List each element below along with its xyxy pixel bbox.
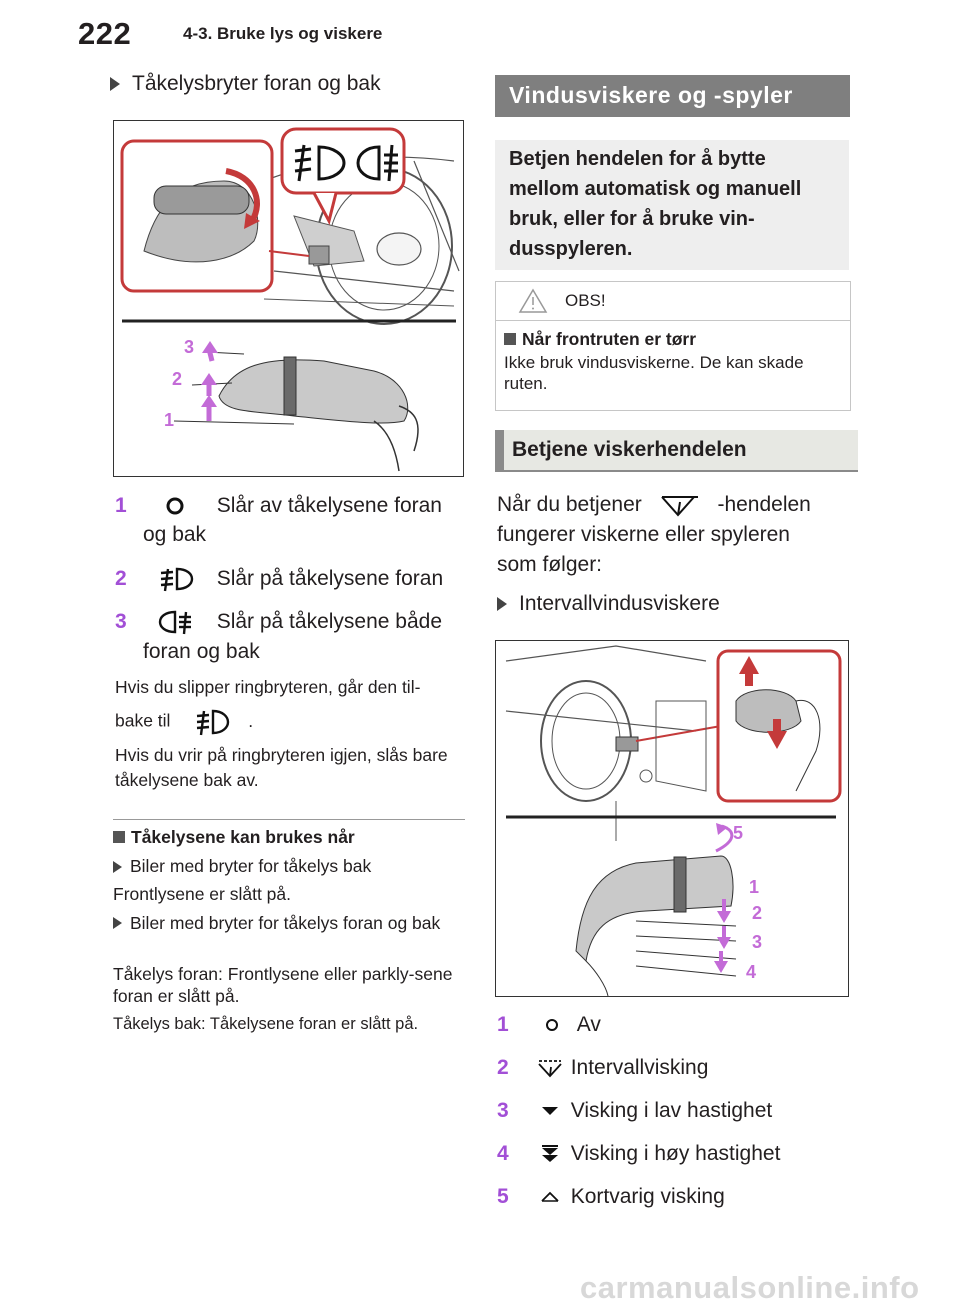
figure-label-1: 1: [164, 410, 174, 430]
chapter-title: 4-3. Bruke lys og viskere: [183, 24, 383, 43]
note-paragraph: Hvis du vrir på ringbryteren igjen, slås…: [115, 745, 448, 790]
list-item-continuation: og bak: [143, 523, 207, 546]
wiper-illustration: 5 1 2 3 4: [505, 645, 842, 997]
summary-text: Betjen hendelen for å bytte mellom autom…: [509, 148, 802, 260]
triangle-bullet-icon: [113, 917, 122, 929]
off-circle-icon: [166, 497, 184, 515]
condition-text: Tåkelys foran: Frontlysene eller parkly-…: [113, 964, 453, 1006]
figure-label-5: 5: [733, 823, 743, 843]
fog-light-illustration: 3 2 1: [120, 127, 460, 472]
caution-text: Ikke bruk vindusviskerne. De kan skade r…: [504, 353, 804, 393]
low-speed-triangle-icon: [541, 1107, 558, 1116]
condition-text: Frontlysene er slått på.: [113, 884, 291, 904]
note-line-icon: bake til .: [115, 708, 253, 736]
condition-text: Tåkelys bak: Tåkelysene foran er slått p…: [113, 1015, 419, 1033]
off-circle-icon: [545, 1019, 558, 1032]
note-line: Hvis du slipper ringbryteren, går den ti…: [115, 677, 421, 697]
triangle-bullet-icon: [110, 77, 120, 92]
fog-light-switch-figure: 3 2 1: [113, 120, 464, 477]
list-item: 3 Slår på tåkelysene både: [115, 607, 442, 637]
list-item: 4 Visking i høy hastighet: [497, 1142, 781, 1165]
rear-fog-light-icon: [158, 611, 191, 635]
figure-label-4: 4: [746, 962, 756, 982]
figure-label-2: 2: [752, 903, 762, 923]
list-item: 2 Intervallvisking: [497, 1056, 709, 1079]
square-bullet-icon: [504, 333, 516, 345]
wiper-lever-icon: [660, 496, 698, 517]
front-fog-light-icon: [160, 568, 194, 592]
left-subheading: Tåkelysbryter foran og bak: [110, 72, 381, 96]
caution-heading: Når frontruten er tørr: [496, 321, 850, 350]
caution-box: OBS! Når frontruten er tørr Ikke bruk vi…: [495, 281, 851, 411]
intro-line: som følger:: [497, 553, 603, 576]
list-item: 1 Av: [497, 1013, 601, 1036]
triangle-bullet-icon: [497, 597, 507, 612]
wiper-lever-figure: 5 1 2 3 4: [495, 640, 849, 997]
summary-box: Betjen hendelen for å bytte mellom autom…: [495, 140, 849, 270]
triangle-bullet-icon: [113, 861, 122, 874]
warning-triangle-icon: [518, 288, 548, 313]
list-item: 3 Visking i lav hastighet: [497, 1099, 773, 1122]
front-fog-light-icon: [197, 709, 230, 736]
square-bullet-icon: [113, 831, 125, 843]
single-wipe-icon: [541, 1192, 559, 1203]
figure-label-3: 3: [752, 932, 762, 952]
list-item: 2 Slår på tåkelysene foran: [115, 564, 443, 594]
list-item: 5 Kortvarig visking: [497, 1185, 725, 1208]
figure-label-3: 3: [184, 337, 194, 357]
intermittent-wiper-icon: [538, 1060, 562, 1078]
intro-line: fungerer viskerne eller spyleren: [497, 523, 790, 546]
watermark: carmanualsonline.info: [580, 1270, 920, 1305]
page-number: 222: [78, 16, 132, 51]
list-item-continuation: foran og bak: [143, 640, 260, 663]
condition-heading: Biler med bryter for tåkelys foran og ba…: [113, 912, 463, 934]
figure-label-2: 2: [172, 369, 182, 389]
list-item: 1 Slår av tåkelysene foran: [115, 494, 442, 517]
figure-label-1: 1: [749, 877, 759, 897]
right-subheading: Intervallvindusviskere: [497, 592, 720, 616]
section-title: Tåkelysene kan brukes når: [113, 826, 355, 848]
section-header: Betjene viskerhendelen: [495, 430, 858, 472]
caution-title: OBS!: [565, 291, 606, 310]
condition-heading: Biler med bryter for tåkelys bak: [113, 855, 371, 877]
divider: [113, 819, 465, 820]
intro-line: Når du betjener -hendelen: [497, 490, 811, 520]
high-speed-double-triangle-icon: [541, 1145, 558, 1163]
main-section-header: Vindusviskere og -spyler: [495, 75, 850, 117]
